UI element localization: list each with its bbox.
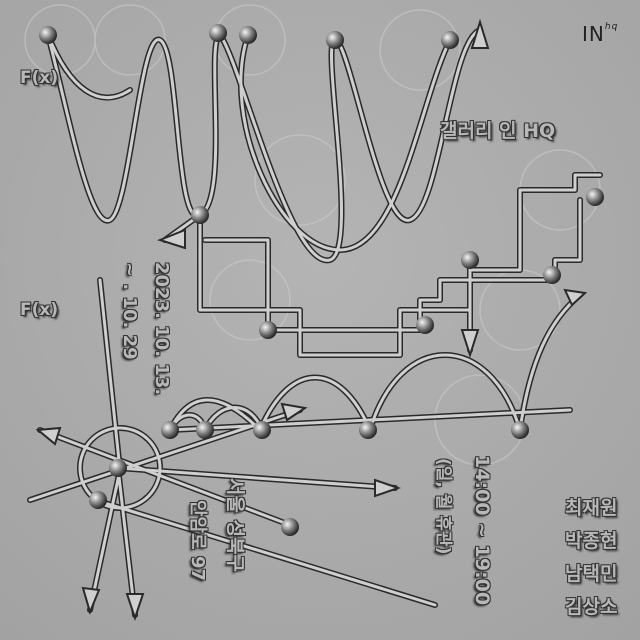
opening-hours: 14:00 ~ 19:00 [471,455,493,606]
date-end: ~ . 10. 29 [119,262,140,360]
artist-name: 최재원 [565,497,618,519]
arrow-right-icon [563,288,588,307]
artist-list: 최재원 박종현 남택민 김상소 [565,492,617,624]
closed-days: (일, 월 휴관) [433,458,453,555]
arrow-left-icon [35,426,62,446]
address-line-2: 안암로 97 [187,500,208,581]
arrow-right-icon [374,478,402,498]
arrow-left-icon [157,228,186,250]
arrow-right-icon [280,402,308,422]
arrowheads [35,18,588,622]
artist-name: 남택민 [565,563,618,585]
fx-label-mid: F(x) [20,300,59,320]
logo: INhq [582,22,618,46]
address-line-1: 서울 성북구 [224,478,246,573]
venue-name: 갤러리 인 HQ [440,120,556,142]
logo-sup: hq [604,22,619,32]
arrow-down-icon [81,586,101,616]
arrow-up-icon [470,18,490,49]
nodes [39,24,604,536]
artist-name: 김상소 [565,596,618,618]
fx-label-top: F(x) [20,68,59,88]
arrow-down-icon [125,593,145,622]
date-start: 2023. 10. 13. [151,262,172,396]
arrow-down-icon [460,329,480,359]
logo-main: IN [582,22,605,46]
artist-name: 박종현 [565,530,618,552]
